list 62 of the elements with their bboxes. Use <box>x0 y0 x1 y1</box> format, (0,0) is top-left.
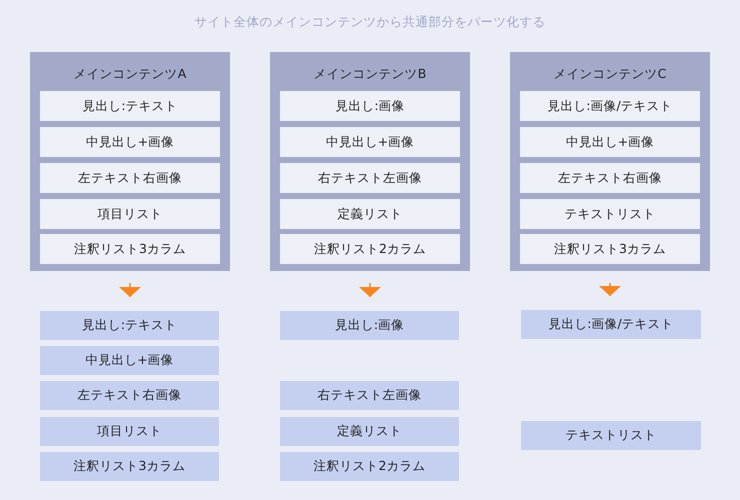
part-label: 注釈リスト3カラム <box>74 240 186 258</box>
part-box <box>280 311 459 340</box>
diagram-title: サイト全体のメインコンテンツから共通部分をパーツ化する <box>194 14 546 31</box>
part-box <box>280 163 460 193</box>
part-label: 見出し:画像/テキスト <box>547 98 673 114</box>
part-label: 左テキスト右画像 <box>78 170 182 186</box>
part-label: 右テキスト左画像 <box>318 387 422 404</box>
arrow <box>119 283 141 297</box>
part-label: 右テキスト左画像 <box>318 170 422 186</box>
panel-heading: メインコンテンツC <box>554 66 666 83</box>
part-box <box>520 234 700 264</box>
content-panel <box>30 52 230 271</box>
part-box <box>40 452 219 481</box>
part-box <box>40 127 220 157</box>
part-label: 中見出し+画像 <box>85 352 174 369</box>
part-label: テキストリスト <box>566 427 656 444</box>
part-box <box>40 311 219 340</box>
content-panel <box>510 52 710 271</box>
content-panel <box>270 52 470 271</box>
part-label: 項目リスト <box>98 206 162 222</box>
part-box <box>40 346 219 375</box>
part-label: 見出し:テキスト <box>82 98 178 114</box>
part-box <box>280 452 459 481</box>
part-box <box>280 381 459 410</box>
part-box <box>521 310 701 339</box>
part-label: 見出し:画像/テキスト <box>548 316 674 333</box>
part-box <box>40 417 219 446</box>
arrow <box>359 283 381 297</box>
part-box <box>521 421 701 450</box>
part-box <box>520 163 700 193</box>
part-label: 中見出し+画像 <box>86 134 174 150</box>
part-label: 見出し:画像 <box>335 98 405 114</box>
part-box <box>280 234 460 264</box>
part-box <box>40 199 220 229</box>
part-label: 注釈リスト2カラム <box>314 240 426 258</box>
part-label: 中見出し+画像 <box>566 134 654 150</box>
part-label: 左テキスト右画像 <box>558 170 662 186</box>
part-box <box>40 381 219 410</box>
part-label: 中見出し+画像 <box>326 134 414 150</box>
part-box <box>280 417 459 446</box>
part-label: 見出し:テキスト <box>82 317 178 334</box>
panel-heading: メインコンテンツB <box>314 66 426 83</box>
part-label: 注釈リスト3カラム <box>554 240 666 258</box>
part-box <box>40 234 220 264</box>
part-label: 定義リスト <box>337 423 402 440</box>
part-label: 注釈リスト3カラム <box>74 458 186 475</box>
part-label: 見出し:画像 <box>334 317 404 334</box>
part-box <box>40 163 220 193</box>
part-box <box>280 91 460 121</box>
part-label: 注釈リスト2カラム <box>314 458 426 475</box>
part-box <box>520 91 700 121</box>
arrow <box>599 283 621 296</box>
part-label: 左テキスト右画像 <box>78 387 182 404</box>
part-box <box>40 91 220 121</box>
part-label: 項目リスト <box>97 423 162 440</box>
part-box <box>520 127 700 157</box>
part-box <box>280 127 460 157</box>
part-label: 定義リスト <box>338 206 402 222</box>
part-box <box>520 199 700 229</box>
part-label: テキストリスト <box>564 206 656 222</box>
panel-heading: メインコンテンツA <box>74 66 186 83</box>
part-box <box>280 199 460 229</box>
